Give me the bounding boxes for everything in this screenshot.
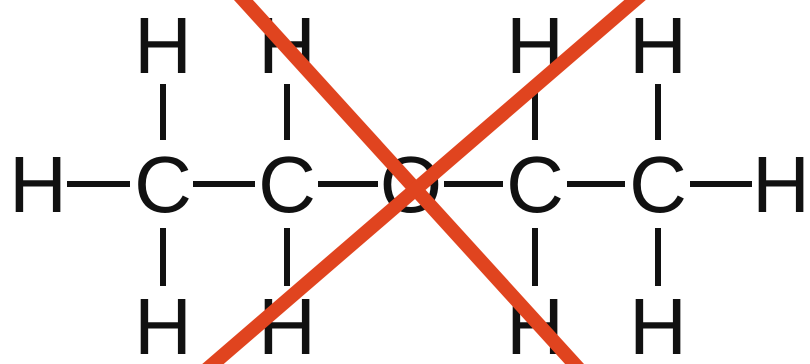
bonds (67, 84, 752, 286)
atom-bottom-h-1: H (134, 282, 192, 364)
cross-stroke-down (233, 0, 585, 364)
atom-chain-c4: C (629, 140, 687, 229)
atom-bottom-h-4: H (629, 282, 687, 364)
atom-chain-c1: C (134, 140, 192, 229)
atom-chain-c3: C (506, 140, 564, 229)
cross-stroke-up (202, 0, 646, 364)
cross-mark-icon (202, 0, 646, 364)
atom-chain-h-right: H (752, 140, 810, 229)
atom-top-h-4: H (629, 1, 687, 90)
atom-chain-h-left: H (9, 140, 67, 229)
atom-top-h-1: H (134, 1, 192, 90)
atom-chain-c2: C (258, 140, 316, 229)
